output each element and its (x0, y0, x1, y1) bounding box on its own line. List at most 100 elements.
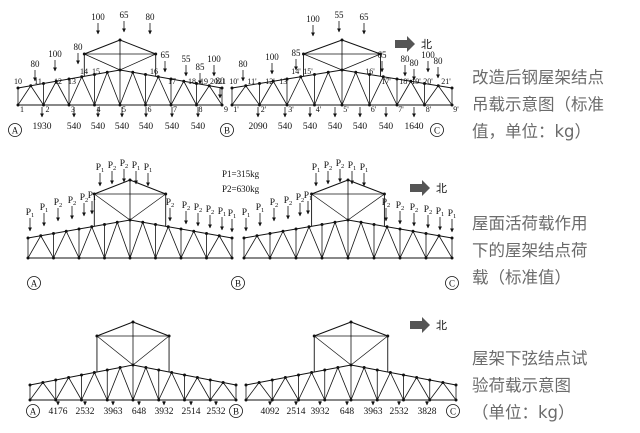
diagonal-member (129, 222, 144, 259)
monitor-brace (94, 193, 131, 221)
upper-node (336, 366, 340, 369)
node-number-label: 18 (188, 77, 196, 86)
lower-node (16, 103, 20, 107)
node-number-label: 3 (71, 105, 75, 114)
upper-node (105, 368, 109, 372)
load-label-bottom: 4176 (49, 407, 68, 417)
diagonal-member (256, 235, 271, 259)
lower-node (230, 256, 234, 260)
load-label-p: P2 (336, 159, 345, 170)
upper-node (281, 229, 285, 233)
axis-label: B (224, 126, 230, 136)
node-number-label: 17' (381, 77, 391, 86)
load-label-bottom: 540 (379, 122, 394, 132)
upper-node (372, 223, 376, 226)
lower-node (294, 256, 298, 260)
diagonal-member (314, 72, 329, 106)
monitor-rafter (347, 179, 385, 195)
diagonal-member (259, 81, 274, 106)
caption-line: 验荷载示意图 (472, 376, 571, 395)
load-label-p: P1 (436, 207, 445, 218)
upper-node (450, 236, 454, 240)
load-label-upper: 100 (91, 12, 105, 22)
load-label-p: P2 (120, 159, 129, 170)
lower-node (52, 256, 55, 260)
lower-node (93, 103, 96, 107)
upper-node (307, 225, 311, 229)
load-label-upper: 65 (378, 50, 388, 60)
diagonal-member (390, 372, 404, 401)
upper-node (118, 366, 122, 369)
diagonal-member (196, 85, 210, 106)
monitor-brace (314, 335, 352, 366)
axis-marker (229, 404, 243, 418)
diagonal-member (81, 372, 95, 401)
axis-marker (8, 123, 22, 137)
lower-node (26, 256, 30, 260)
node-number-label: 6' (371, 105, 377, 114)
diagonal-member (81, 76, 95, 106)
lower-node (144, 103, 147, 107)
node-number-label: 16' (365, 67, 375, 76)
diagonal-member (282, 231, 297, 259)
node-number-label: 13 (68, 77, 76, 86)
lower-node (80, 398, 83, 402)
diagonal-member (245, 85, 260, 106)
monitor-brace (119, 53, 156, 71)
caption-top: 改造后钢屋架结点 吊载示意图（标准 值，单位：kg） (472, 64, 638, 145)
diagonal-member (399, 231, 414, 259)
load-label-upper: 80 (74, 42, 84, 52)
diagonal-member (65, 231, 80, 259)
node-number-label: 18' (399, 77, 409, 86)
load-label-p: P2 (108, 161, 117, 172)
load-label-bottom: 2514 (287, 407, 306, 417)
upper-node (354, 70, 358, 74)
diagonal-member (43, 81, 57, 106)
node-number-label: 21 (218, 77, 226, 86)
upper-node (95, 334, 99, 338)
diagonal-member (119, 367, 134, 401)
diagonal-member (119, 72, 134, 106)
load-label-bottom: 1640 (405, 122, 424, 132)
diagonal-member (311, 372, 326, 401)
lower-node (105, 398, 109, 402)
legend-p1: P1=315kg (222, 169, 260, 179)
upper-node (312, 334, 316, 338)
lower-node (450, 103, 454, 107)
upper-node (257, 381, 261, 384)
load-label-p: P2 (410, 203, 419, 214)
lower-node (42, 103, 45, 107)
load-label-p: P2 (206, 205, 215, 216)
lower-node (183, 398, 186, 402)
diagonal-member (142, 222, 156, 259)
node-number-label: 20 (210, 77, 218, 86)
load-label-upper: 100 (265, 52, 279, 62)
node-number-label: 13' (279, 77, 289, 86)
load-label-bottom: 648 (132, 407, 147, 417)
lower-node (340, 103, 344, 107)
upper-node (105, 70, 109, 74)
node-number-label: 14' (291, 67, 301, 76)
load-label-bottom: 3963 (364, 407, 383, 417)
axis-label: A (31, 279, 38, 289)
load-label-bottom: 3932 (155, 407, 174, 417)
lower-node (372, 256, 376, 260)
upper-node (80, 75, 84, 79)
upper-node (28, 383, 32, 387)
diagonal-member (424, 85, 439, 106)
diagonal-member (298, 372, 312, 401)
lower-node (205, 256, 208, 260)
upper-node (164, 192, 168, 196)
diagonal-member (324, 367, 339, 401)
lower-node (375, 398, 379, 402)
node-number-label: 1' (233, 105, 239, 114)
upper-node (362, 366, 366, 369)
monitor-brace (350, 335, 388, 366)
load-label-bottom: 540 (191, 122, 206, 132)
load-label-p: P1 (26, 208, 35, 219)
monitor-rafter (132, 321, 170, 337)
upper-node (16, 86, 20, 90)
diagonal-member (341, 72, 357, 106)
upper-node (170, 371, 174, 374)
upper-node (415, 376, 419, 379)
